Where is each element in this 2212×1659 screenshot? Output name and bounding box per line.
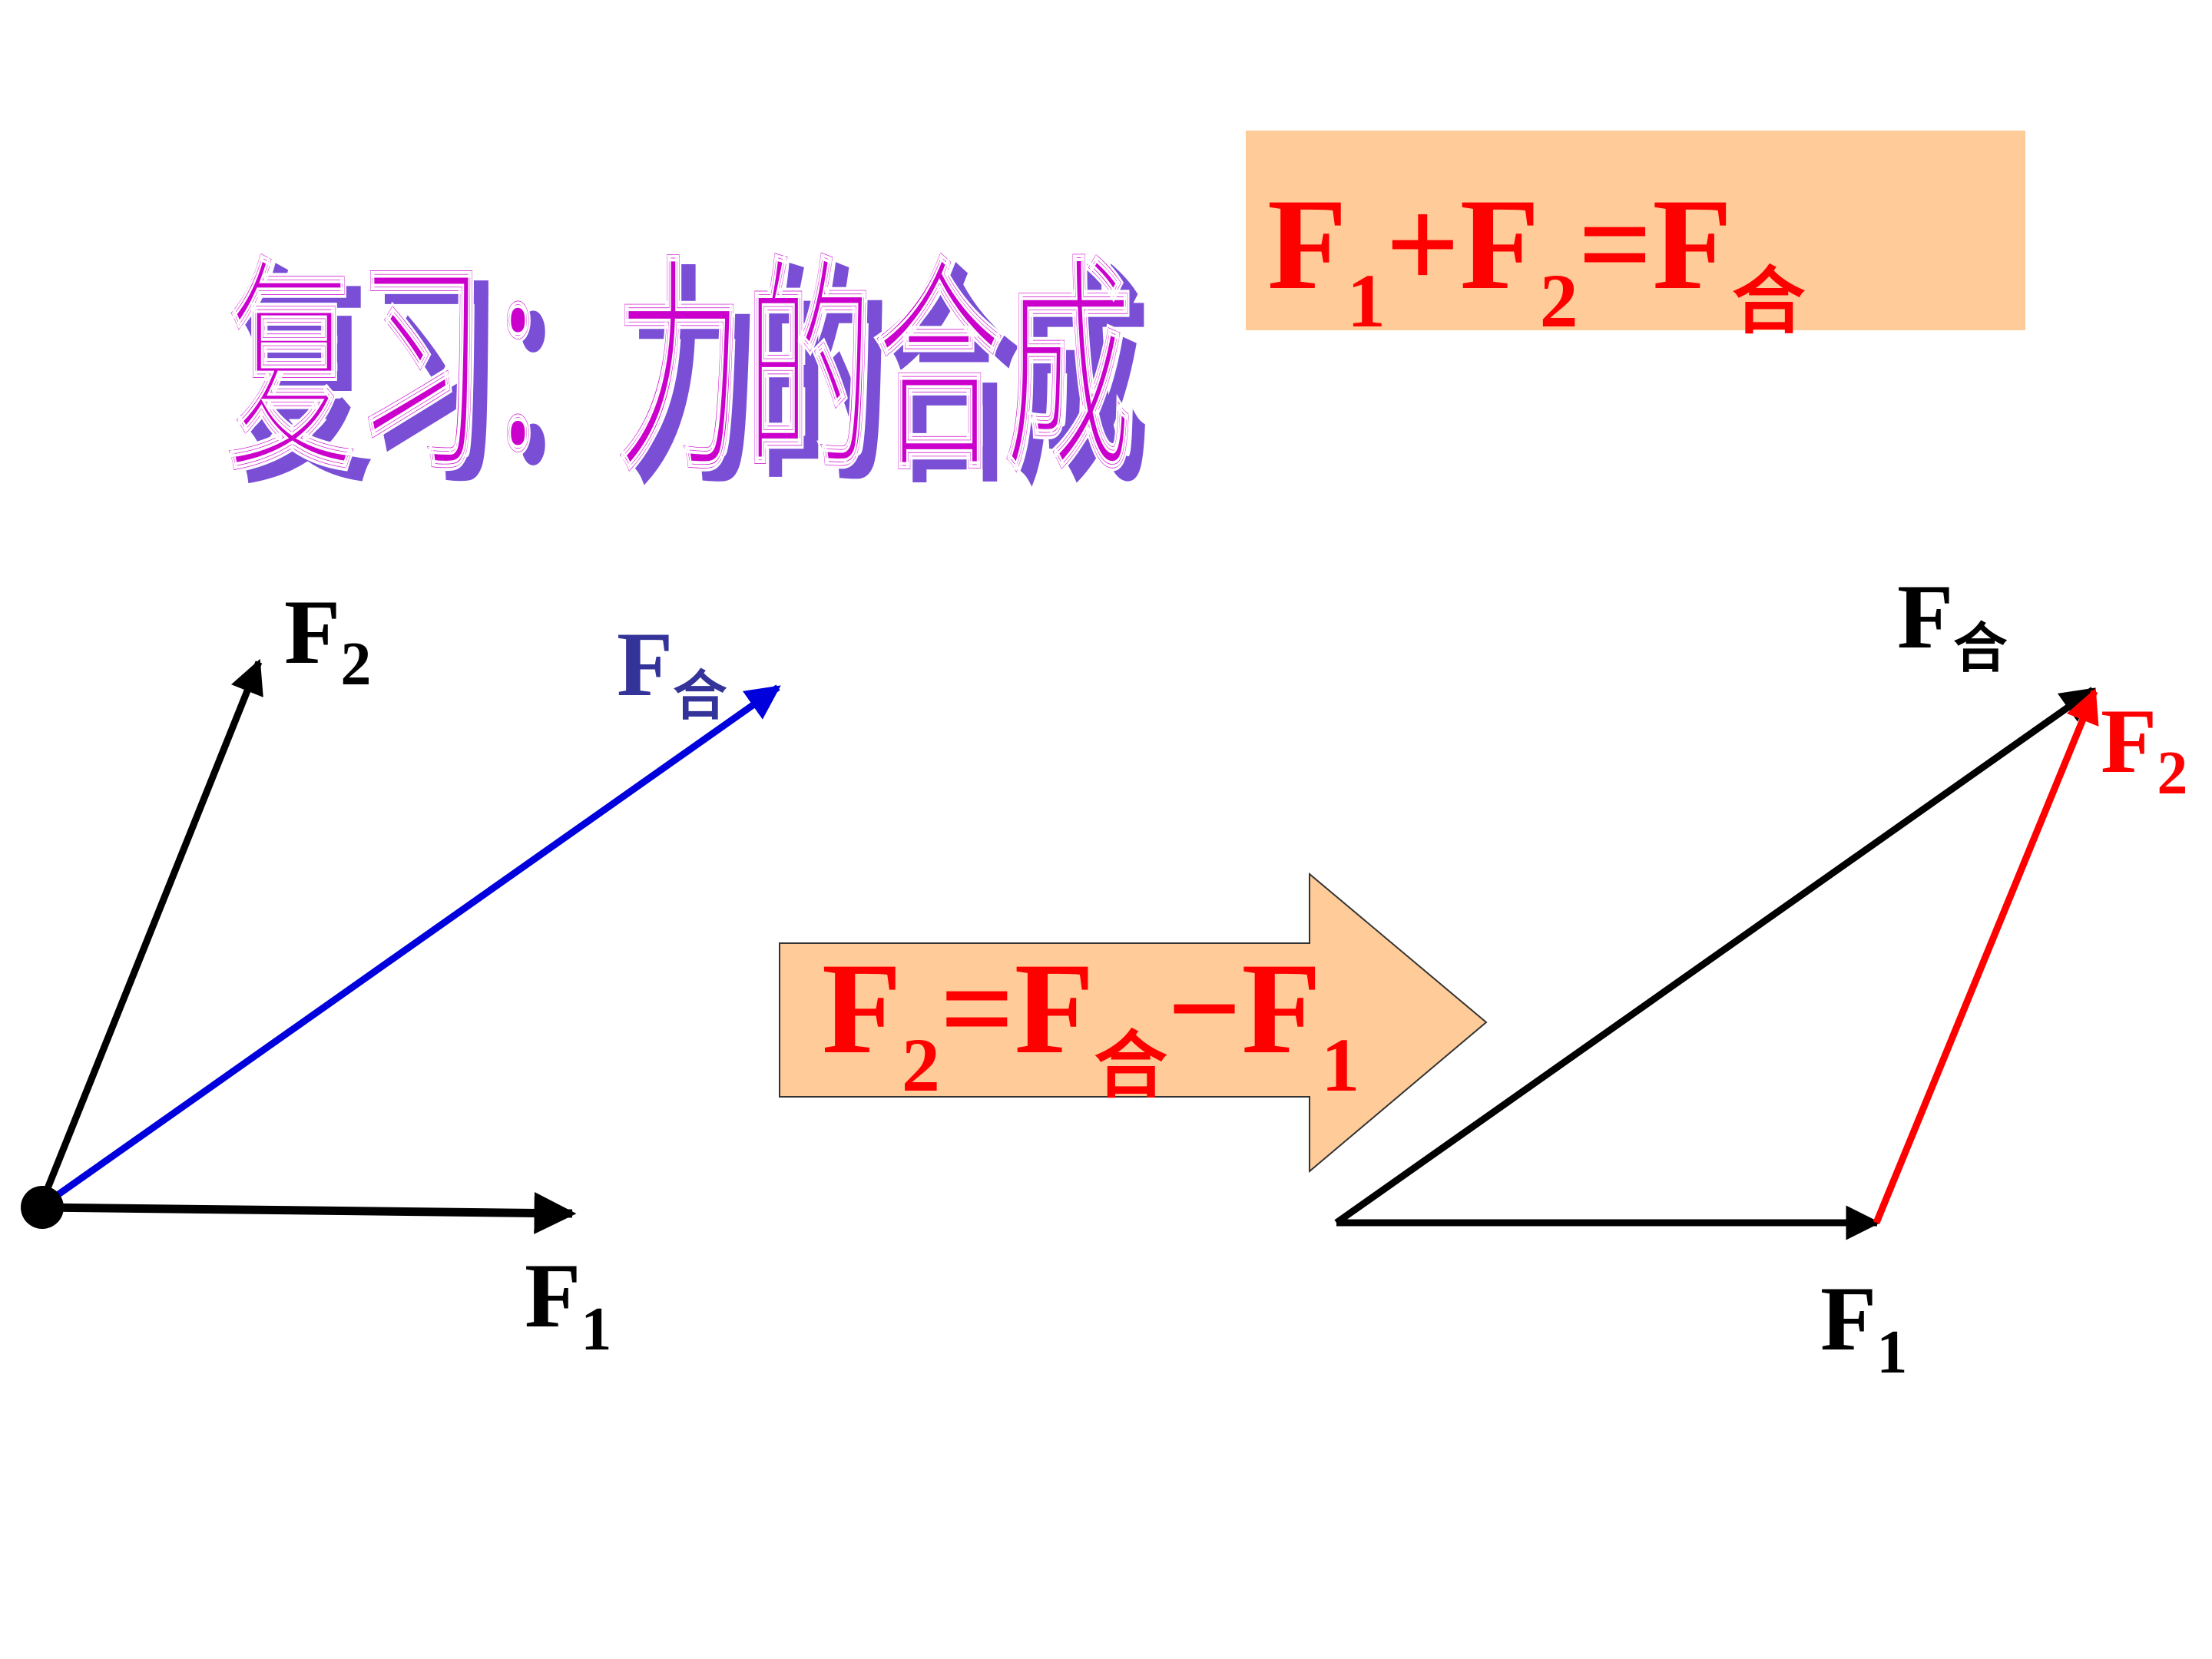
title-group: 复习：力的合成 复习：力的合成 [225, 234, 1148, 515]
left-f2-label: F2 [284, 581, 371, 698]
formula-top-background [1246, 131, 2025, 330]
left-f1-label: F1 [525, 1244, 611, 1363]
right-f1-label: F1 [1820, 1267, 1907, 1386]
left-f2-label-main: F [284, 581, 340, 683]
left-fhe-label-sub: 合 [673, 664, 727, 727]
formula-top-box: F1+F2=F合 [1246, 131, 2025, 344]
formula-arrow-term-3: −F [1167, 936, 1322, 1081]
right-fhe-label-main: F [1897, 565, 1953, 667]
title-shadow: 复习：力的合成 [242, 247, 1148, 515]
formula-arrow-sub-3: 1 [1321, 1022, 1359, 1108]
left-f2-vector [36, 658, 263, 1209]
left-f2-label-sub: 2 [340, 631, 371, 698]
left-fhe-vector [38, 684, 781, 1210]
right-f2-vector [1873, 687, 2099, 1224]
formula-arrow-sub-1: 2 [902, 1022, 940, 1108]
right-fhe-label: F合 [1897, 565, 2007, 680]
formula-top-term-2: +F [1386, 172, 1540, 316]
right-f2-label-main: F [2101, 690, 2157, 792]
formula-top-term-3: =F [1578, 172, 1733, 316]
left-fhe-label-main: F [617, 613, 673, 715]
left-f1-label-main: F [525, 1244, 581, 1346]
formula-arrow-text: F2=F合−F1 [822, 936, 1359, 1108]
formula-top-sub-1: 1 [1347, 258, 1386, 343]
right-diagram: F合 F2 F1 [1334, 565, 2187, 1386]
right-f1-label-main: F [1820, 1267, 1876, 1369]
right-f2-label-sub: 2 [2157, 740, 2187, 807]
right-f1-label-sub: 1 [1876, 1319, 1907, 1386]
left-f1-label-sub: 1 [581, 1296, 611, 1363]
left-fhe-label: F合 [617, 613, 727, 727]
formula-top-sub-2: 2 [1540, 258, 1578, 343]
right-fhe-label-sub: 合 [1953, 617, 2007, 680]
left-f1-vector [39, 1191, 577, 1234]
formula-arrow-sub-2: 合 [1094, 1024, 1167, 1108]
page-title: 复习：力的合成 [227, 236, 1133, 504]
formula-top-text: F1+F2=F合 [1267, 172, 1805, 344]
right-fhe-vector [1334, 687, 2096, 1226]
formula-top-sub-3: 合 [1732, 260, 1805, 344]
right-f2-label: F2 [2101, 690, 2187, 807]
formula-top-term-1: F [1267, 172, 1347, 316]
left-origin-point [21, 1186, 64, 1229]
formula-arrow-shape [779, 872, 1488, 1174]
formula-arrow-term-1: F [822, 936, 902, 1081]
left-diagram: F2 F合 F1 [21, 581, 781, 1363]
formula-arrow: F2=F合−F1 [779, 872, 1488, 1174]
formula-arrow-term-2: =F [940, 936, 1094, 1081]
